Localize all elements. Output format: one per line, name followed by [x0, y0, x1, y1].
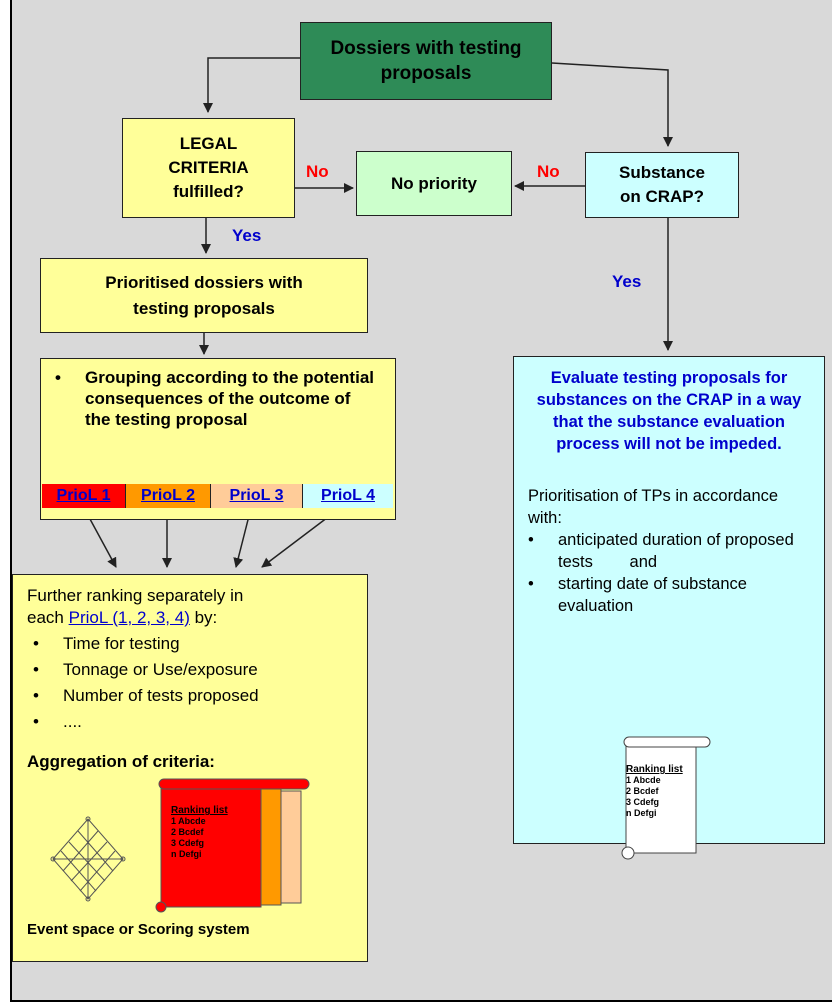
node-no-priority-label: No priority	[391, 173, 477, 193]
node-prioritised-dossiers: Prioritised dossiers with testing propos…	[40, 258, 368, 333]
node-substance-crap: Substance on CRAP?	[585, 152, 739, 218]
label-no-right: No	[537, 162, 560, 181]
arrow-dossiers-to-legal	[203, 57, 300, 113]
node-further-ranking: Further ranking separately in each PrioL…	[12, 574, 368, 962]
label-no-left: No	[306, 162, 329, 181]
evaluate-text: Evaluate testing proposals for substance…	[536, 369, 802, 453]
prioritisation-item: starting date of substance evaluation	[522, 573, 804, 617]
ranking-criteria-item: Number of tests proposed	[27, 685, 357, 707]
ranking-list-right: Ranking list 1 Abcde 2 Bcdef 3 Cdefg n D…	[626, 764, 683, 818]
prio-level-2: PrioL 2	[126, 484, 211, 508]
aggregation-heading: Aggregation of criteria:	[27, 752, 215, 771]
ranking-scroll-stack-icon	[155, 778, 310, 913]
ranking-criteria-item: Time for testing	[27, 633, 357, 655]
node-legal-criteria-label: LEGAL CRITERIA fulfilled?	[168, 134, 249, 201]
ranking-criteria-list: Time for testing Tonnage or Use/exposure…	[27, 633, 357, 733]
grouping-item: Grouping according to the potential cons…	[49, 367, 379, 430]
arrow-dossiers-to-substance	[551, 62, 673, 147]
prioritisation-heading: Prioritisation of TPs in accordance with…	[528, 487, 779, 527]
prio-level-3: PrioL 3	[211, 484, 303, 508]
prio-level-1: PrioL 1	[42, 484, 126, 508]
node-legal-criteria: LEGAL CRITERIA fulfilled?	[122, 118, 295, 218]
grouping-list: Grouping according to the potential cons…	[49, 367, 379, 430]
ranking-list-red: Ranking list 1 Abcde 2 Bcdef 3 Cdefg n D…	[171, 805, 228, 859]
prioritisation-item: anticipated duration of proposed tests a…	[522, 529, 804, 573]
node-no-priority: No priority	[356, 151, 512, 216]
ranking-criteria-item: ....	[27, 711, 357, 733]
event-space-caption: Event space or Scoring system	[27, 921, 250, 938]
label-yes-right: Yes	[612, 272, 642, 291]
event-space-icon	[50, 816, 126, 902]
prio-link[interactable]: PrioL (1, 2, 3, 4)	[68, 608, 190, 627]
node-prioritised-dossiers-label: Prioritised dossiers with testing propos…	[105, 272, 303, 318]
node-evaluate: Evaluate testing proposals for substance…	[513, 356, 825, 860]
prio-level-4: PrioL 4	[303, 484, 393, 508]
node-dossiers-label: Dossiers with testing proposals	[330, 38, 522, 84]
ranking-criteria-item: Tonnage or Use/exposure	[27, 659, 357, 681]
node-dossiers: Dossiers with testing proposals	[300, 22, 552, 100]
ranking-scroll-icon	[621, 736, 711, 860]
node-substance-crap-label: Substance on CRAP?	[619, 163, 705, 206]
prioritisation-list: anticipated duration of proposed tests a…	[514, 529, 824, 617]
label-yes-left: Yes	[232, 226, 262, 245]
ranking-intro: Further ranking separately in each PrioL…	[27, 586, 244, 627]
